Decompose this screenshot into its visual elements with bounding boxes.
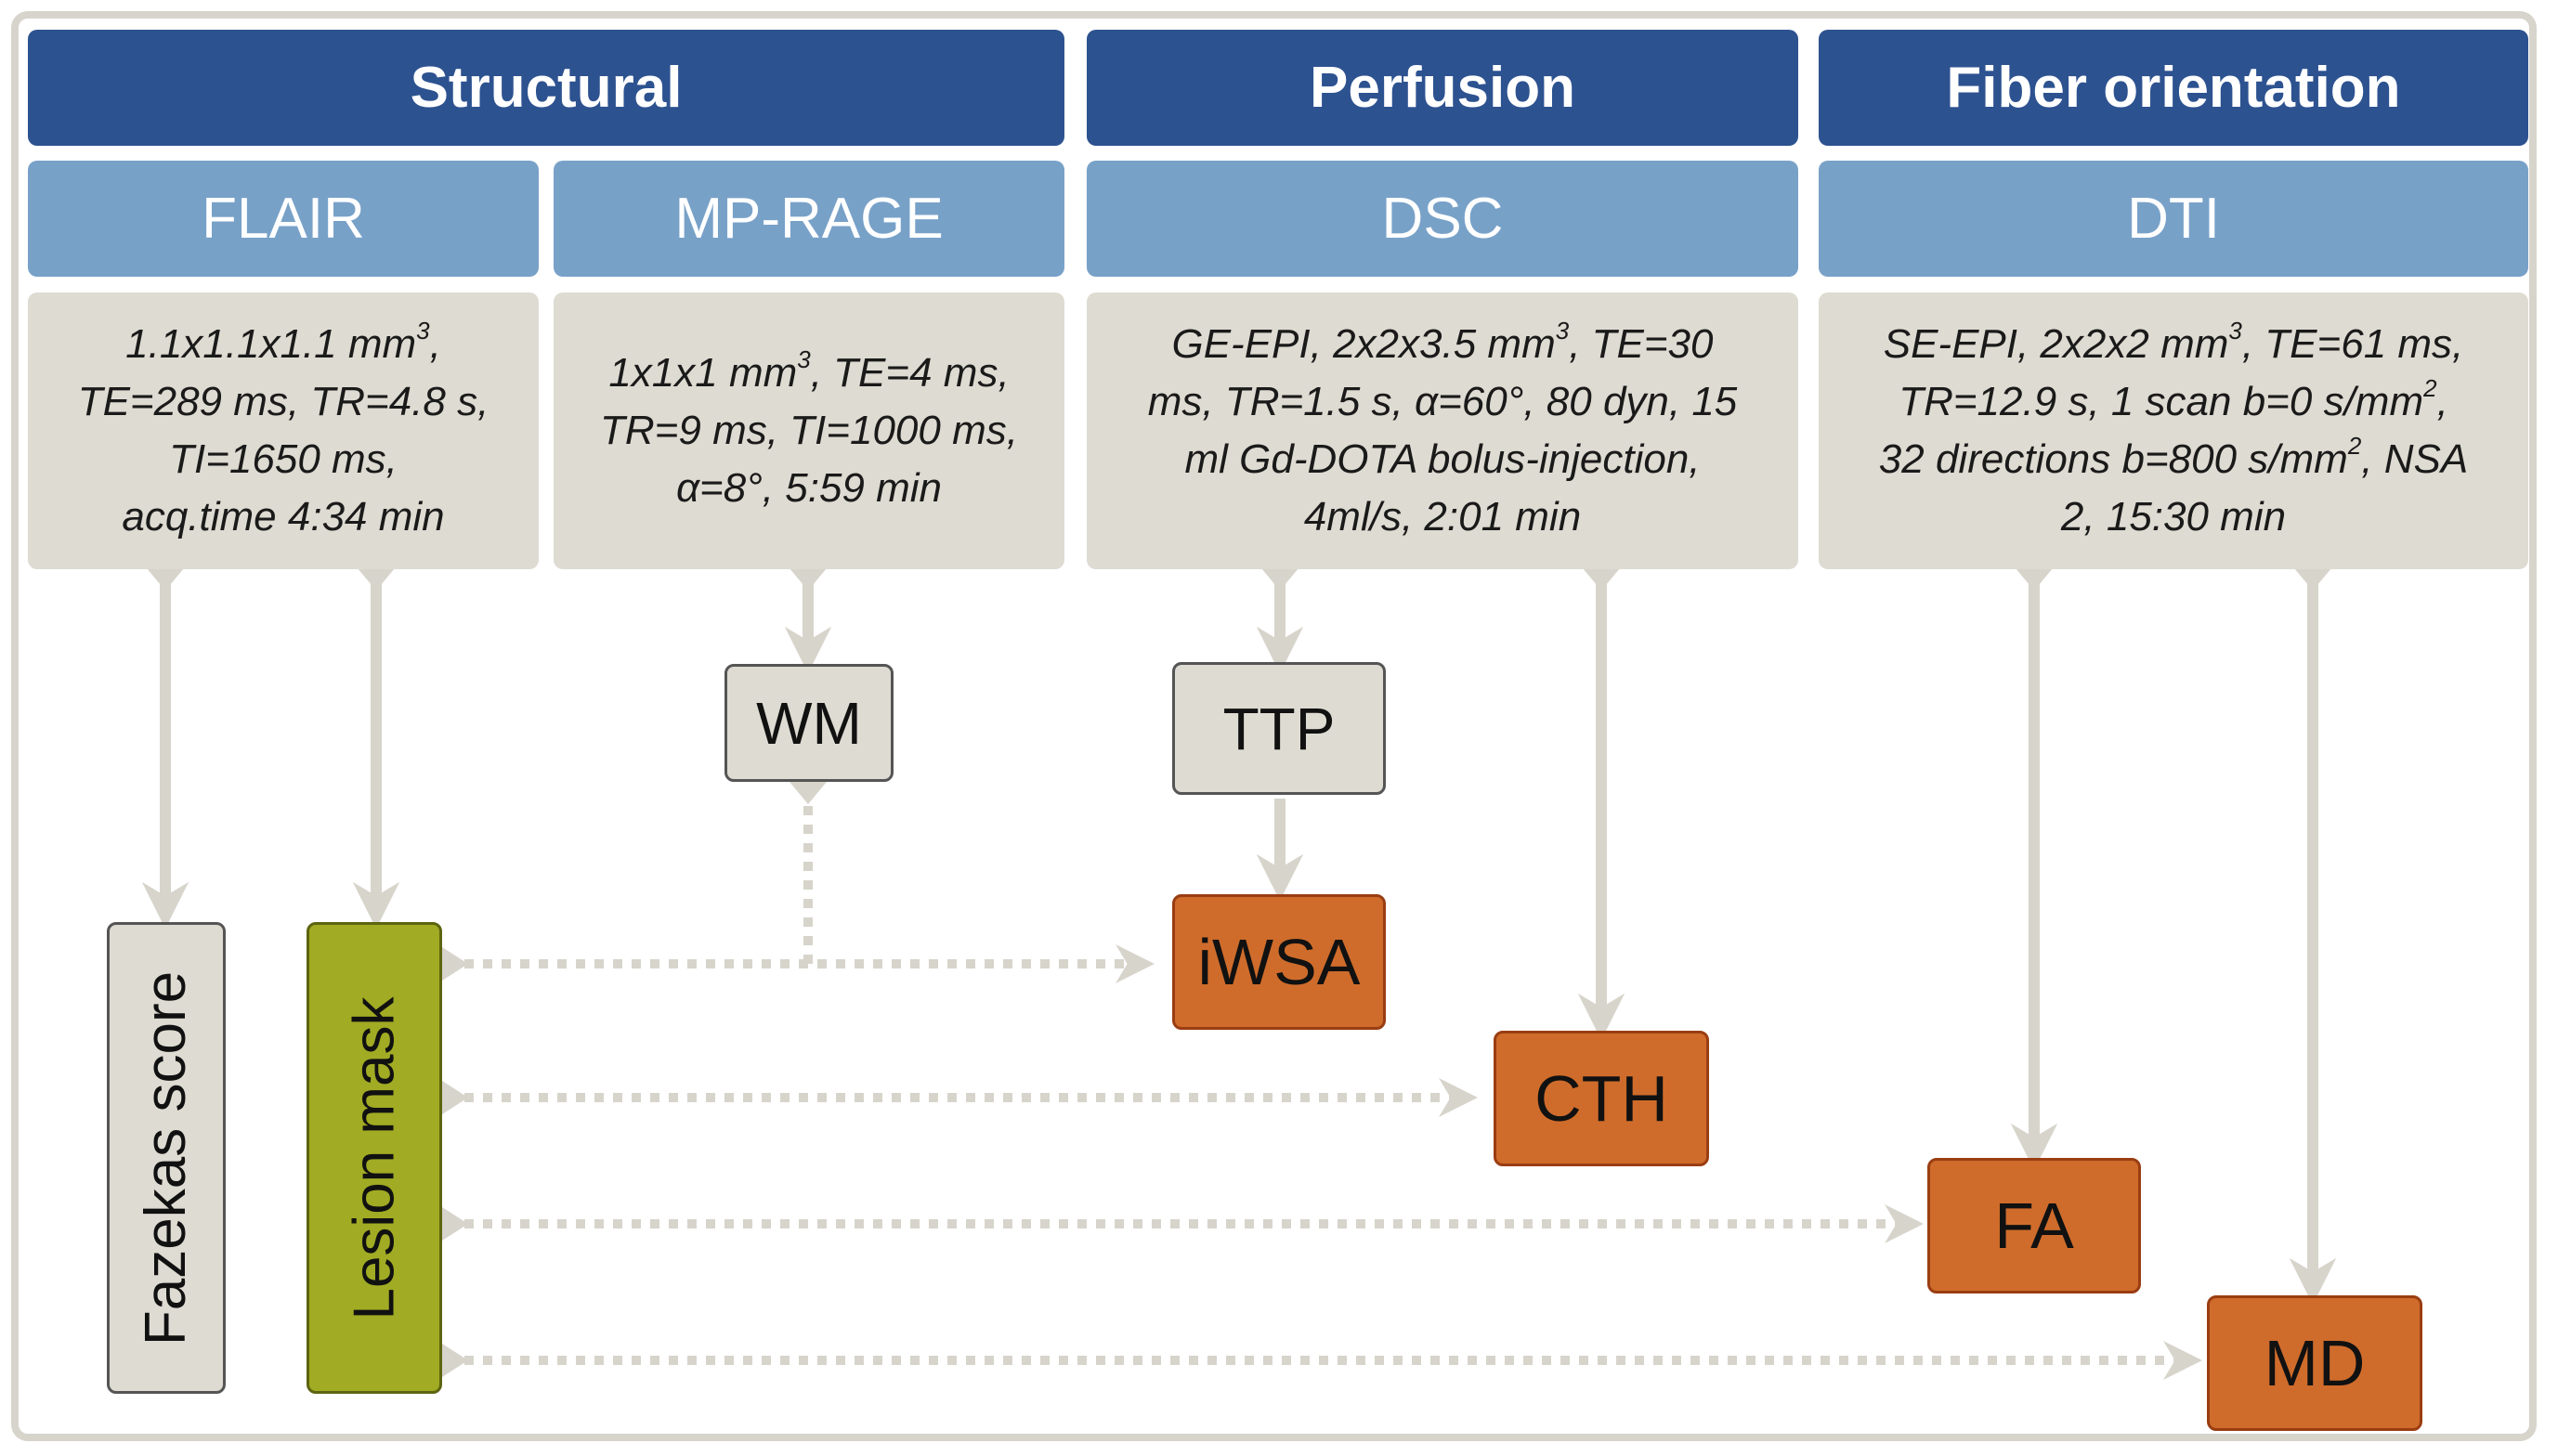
node-fazekas-label: Fazekas score	[134, 970, 199, 1346]
params-dti-line4: 2, 15:30 min	[2060, 494, 2287, 540]
params-dti-line1: SE-EPI, 2x2x2 mm	[1883, 321, 2229, 367]
node-md: MD	[2207, 1295, 2422, 1431]
node-wm: WM	[724, 664, 894, 782]
params-flair-line3: TI=1650 ms,	[169, 436, 398, 482]
header-perfusion-label: Perfusion	[1310, 56, 1575, 120]
notch-flair-2	[358, 568, 395, 591]
header-fiber-orientation: Fiber orientation	[1819, 30, 2528, 146]
params-dti-sup1: 3	[2228, 317, 2242, 345]
params-dti-line1-end: , TE=61 ms,	[2241, 321, 2464, 367]
params-mprage-line1: 1x1x1 mm	[608, 350, 798, 396]
node-cth: CTH	[1494, 1031, 1709, 1166]
params-dsc: GE-EPI, 2x2x3.5 mm3, TE=30 ms, TR=1.5 s,…	[1087, 292, 1798, 569]
sequence-dti: DTI	[1819, 161, 2528, 277]
node-ttp: TTP	[1172, 662, 1386, 795]
params-flair-line2: TE=289 ms, TR=4.8 s,	[77, 379, 489, 424]
node-iwsa-label: iWSA	[1197, 926, 1361, 998]
stub-lesion-2	[442, 1081, 468, 1114]
header-perfusion: Perfusion	[1087, 30, 1798, 146]
params-mprage-sup: 3	[797, 345, 811, 374]
node-lesion-mask: Lesion mask	[307, 922, 442, 1394]
header-structural: Structural	[28, 30, 1064, 146]
sequence-mprage: MP-RAGE	[554, 161, 1064, 277]
params-dsc-line2: ms, TR=1.5 s, α=60°, 80 dyn, 15	[1147, 379, 1738, 424]
node-iwsa: iWSA	[1172, 894, 1386, 1030]
sequence-dti-label: DTI	[2127, 187, 2220, 251]
params-mprage-line3: α=8°, 5:59 min	[675, 465, 943, 511]
params-flair-line4: acq.time 4:34 min	[122, 494, 445, 540]
stub-lesion-1	[442, 947, 468, 981]
notch-flair-1	[147, 568, 184, 591]
notch-dti-2	[2294, 568, 2331, 591]
params-dsc-line1-end: , TE=30	[1569, 321, 1714, 367]
params-dsc-line1: GE-EPI, 2x2x3.5 mm	[1171, 321, 1556, 367]
notch-wm	[790, 782, 827, 804]
sequence-dsc-label: DSC	[1381, 187, 1504, 251]
params-mprage-line2: TR=9 ms, TI=1000 ms,	[600, 408, 1018, 453]
params-dti: SE-EPI, 2x2x2 mm3, TE=61 ms, TR=12.9 s, …	[1819, 292, 2528, 569]
params-dti-line3: 32 directions b=800 s/mm	[1878, 436, 2348, 482]
notch-mprage	[790, 568, 827, 591]
notch-dsc-1	[1261, 568, 1299, 591]
stub-lesion-3	[442, 1207, 468, 1241]
node-cth-label: CTH	[1534, 1062, 1668, 1135]
params-dsc-line4: 4ml/s, 2:01 min	[1303, 494, 1582, 540]
node-md-label: MD	[2264, 1327, 2366, 1399]
notch-dsc-2	[1583, 568, 1620, 591]
params-mprage: 1x1x1 mm3, TE=4 ms, TR=9 ms, TI=1000 ms,…	[554, 292, 1064, 569]
params-dsc-line3: ml Gd-DOTA bolus-injection,	[1184, 436, 1701, 482]
node-lesion-label: Lesion mask	[342, 995, 407, 1320]
params-mprage-line1-end: , TE=4 ms,	[810, 350, 1010, 396]
node-fa: FA	[1927, 1158, 2141, 1294]
params-dti-line2-end: ,	[2436, 379, 2448, 424]
node-ttp-label: TTP	[1222, 695, 1336, 762]
sequence-flair-label: FLAIR	[202, 187, 365, 251]
params-dti-line2: TR=12.9 s, 1 scan b=0 s/mm	[1899, 379, 2424, 424]
node-wm-label: WM	[756, 689, 862, 757]
params-dti-line3-end: , NSA	[2361, 436, 2469, 482]
sequence-dsc: DSC	[1087, 161, 1798, 277]
params-flair-line1: 1.1x1.1x1.1 mm	[125, 321, 417, 367]
sequence-mprage-label: MP-RAGE	[674, 187, 944, 251]
header-fiber-label: Fiber orientation	[1946, 56, 2401, 120]
stub-lesion-4	[442, 1344, 468, 1377]
params-flair-sup: 3	[416, 317, 430, 345]
header-structural-label: Structural	[410, 56, 683, 120]
params-flair: 1.1x1.1x1.1 mm3, TE=289 ms, TR=4.8 s, TI…	[28, 292, 539, 569]
node-fazekas-score: Fazekas score	[107, 922, 226, 1394]
notch-dti-1	[2016, 568, 2053, 591]
params-dsc-sup: 3	[1555, 317, 1570, 345]
params-flair-line1-end: ,	[429, 321, 441, 367]
node-fa-label: FA	[1994, 1190, 2074, 1262]
sequence-flair: FLAIR	[28, 161, 539, 277]
params-dti-sup2: 2	[2423, 374, 2437, 403]
params-dti-sup3: 2	[2347, 432, 2362, 461]
